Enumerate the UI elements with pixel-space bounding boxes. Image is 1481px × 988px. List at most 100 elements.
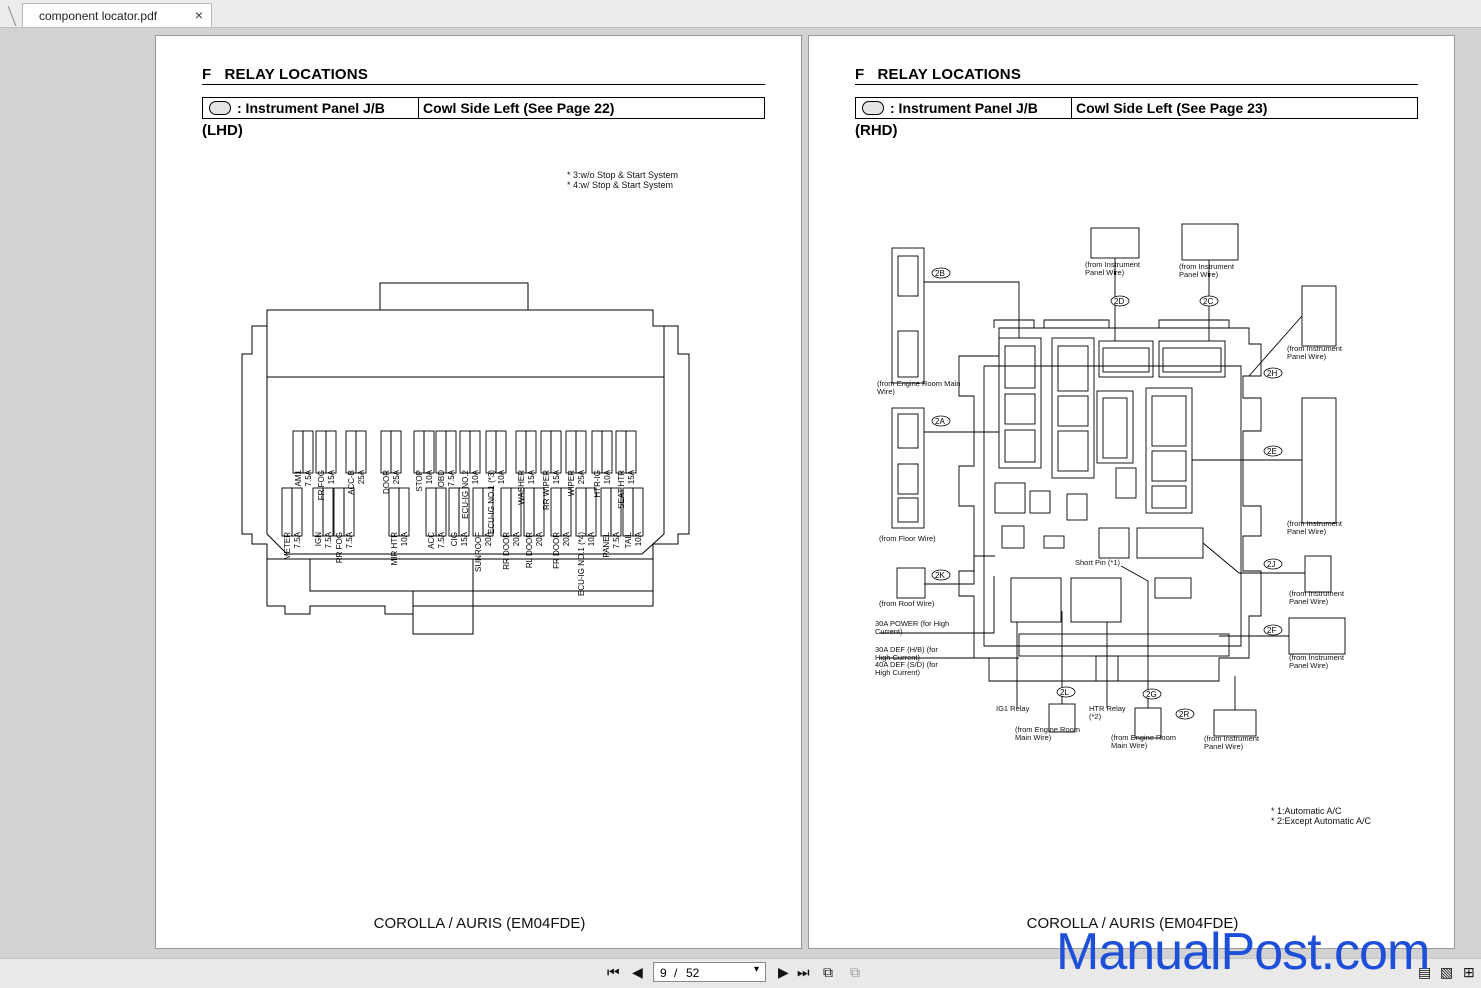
socket-2c [1158,340,1226,378]
top-bumps [993,319,1230,328]
fuse-amp: 10A [634,531,643,546]
view-mode-icon[interactable]: ▤ [1418,964,1432,980]
fuse-name: SUNROOF [474,532,483,572]
fuse-slot [565,430,577,474]
fuse-slot [575,430,587,474]
connector-tag-text: 2F [1267,626,1276,635]
fuse-slot [291,487,303,537]
fuse-amp: 15A [552,469,561,484]
page-number-field[interactable]: 9 / 52 ▾ [653,962,766,982]
connector-tag: 2G [1142,688,1162,700]
fit-page-icon[interactable]: ⧉ [823,964,833,980]
rhd-label: Short Pin (*1) [1075,558,1121,567]
page-current: 9 [660,966,667,980]
fuse-slot [600,487,612,537]
fuse-name: FR FOG [317,470,326,500]
fuse-slot [380,430,392,474]
jb-inner [983,365,1242,647]
fuse-slot [560,487,572,537]
fuse-name: AM1 [294,469,303,486]
footnotes: * 1:Automatic A/C * 2:Except Automatic A… [1271,806,1371,826]
jb-inner-top [266,326,665,378]
fuse-name: ECU-IG NO.1 (*3) [487,470,496,534]
connector-tag: 2J [1263,558,1283,570]
connector-tag: 2F [1263,624,1283,636]
page-separator: / [674,966,678,980]
fuse-amp: 15A [327,469,336,484]
resize-grip-icon[interactable]: ⊞ [1463,964,1475,980]
connector-tag-text: 2R [1179,710,1189,719]
drive-side-label: (RHD) [855,122,898,139]
close-icon[interactable]: × [194,7,203,23]
tab-bar: component locator.pdf × [0,0,1481,28]
first-page-icon[interactable]: ⏮ [607,964,620,980]
tab-scroll-left-icon[interactable] [6,6,18,26]
fuse-slot [322,487,334,537]
fuse-name: IGN [314,532,323,546]
fuse-name: RR FOG [335,532,344,563]
fuse-amp: 25A [577,469,586,484]
last-page-icon[interactable]: ⏭ [797,964,810,980]
fuse: ECU-IG NO.1 (*3)10A [485,430,507,534]
footnote: * 3:w/o Stop & Start System [567,170,679,180]
fuse-slot [292,430,304,474]
fuse-slot [315,430,327,474]
fuse-slot [469,430,481,474]
fit-width-icon[interactable]: ⧉ [850,964,860,980]
fuse-slot [585,487,597,537]
connector-tag-text: 2J [1267,560,1275,569]
fuse-slot [515,430,527,474]
connector-tag: 2K [931,569,951,581]
rhd-label: (from Roof Wire) [879,599,935,608]
rotate-icon[interactable]: ▧ [1440,964,1454,980]
fuse-slot [533,487,545,537]
previous-page-icon[interactable]: ◀ [632,964,643,980]
fuse-slot [448,487,460,537]
fuse-slot [540,430,552,474]
fuse-slot [390,430,402,474]
connector-tag: 2C [1199,295,1219,307]
page-footer: COROLLA / AURIS (EM04FDE) [373,915,586,932]
fuse-slot [413,430,425,474]
fuse-amp: 25A [392,469,401,484]
fuse-amp: 10A [603,469,612,484]
document-tab[interactable]: component locator.pdf × [22,3,212,27]
connector-tag: 2R [1175,708,1195,720]
fuse-name: METER [283,532,292,560]
jb-location: Cowl Side Left (See Page 23) [1076,100,1268,116]
fuse-slot [472,487,484,537]
footnote: * 1:Automatic A/C [1271,806,1342,816]
page-left: F RELAY LOCATIONS : Instrument Panel J/B… [155,35,802,949]
jb-label: : Instrument Panel J/B [237,100,385,116]
dropdown-arrow-icon[interactable]: ▾ [754,964,760,975]
socket-2e [1145,387,1193,514]
jb-table: : Instrument Panel J/B Cowl Side Left (S… [202,97,765,119]
jb-table: : Instrument Panel J/B Cowl Side Left (S… [855,97,1418,119]
connector-2h [1301,285,1337,347]
fuse-amp: 7.5A [293,531,302,548]
jb-bottom-left [266,559,474,615]
jb-bottom-rail [309,559,654,592]
fuse-slot [435,430,447,474]
connector-tag-text: 2D [1114,297,1124,306]
next-page-icon[interactable]: ▶ [778,964,789,980]
document-viewport[interactable]: F RELAY LOCATIONS : Instrument Panel J/B… [0,28,1481,958]
fuse-amp: 25A [357,469,366,484]
bottom-fuse-rail [1018,633,1230,657]
fuse-name: ECU-IG NO.2 [461,469,470,518]
